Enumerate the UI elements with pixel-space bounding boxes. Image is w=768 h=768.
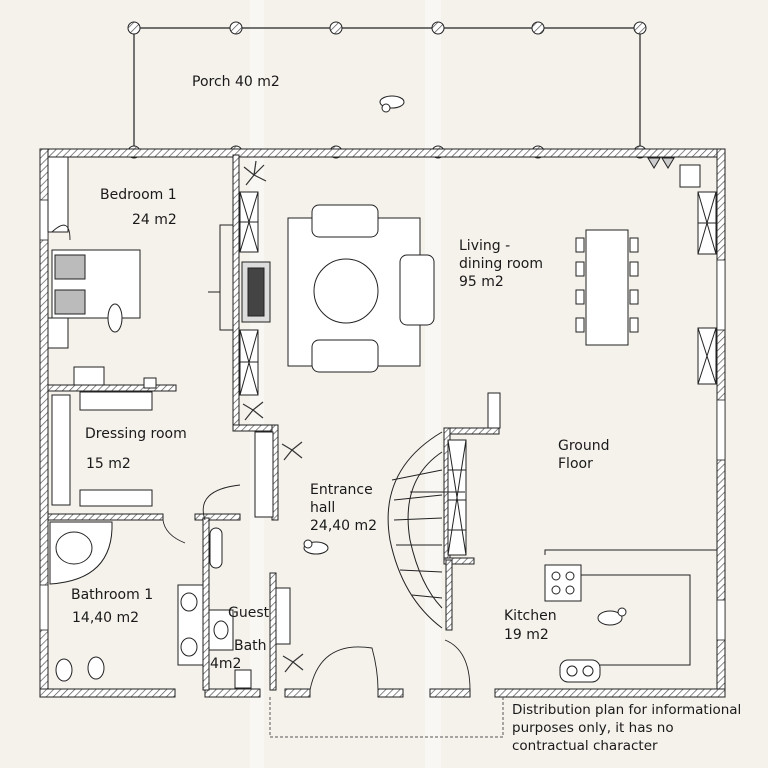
people-figures <box>107 95 627 626</box>
windows <box>39 199 726 641</box>
dressing-rails <box>51 391 153 507</box>
entrance-name-line1: Entrance <box>310 482 373 498</box>
fireplace <box>208 224 271 331</box>
bathroom1-name: Bathroom 1 <box>71 587 154 603</box>
entrance-step <box>269 697 504 738</box>
dressing-area: 15 m2 <box>86 456 131 472</box>
kitchen-name: Kitchen <box>504 608 557 624</box>
door-swings <box>51 224 471 691</box>
staircase <box>387 431 465 629</box>
living-name-line1: Living - <box>459 238 511 254</box>
bathroom1-area: 14,40 m2 <box>72 610 140 626</box>
entrance-cabinet <box>254 431 291 645</box>
living-area: 95 m2 <box>459 274 504 290</box>
porch-label: Porch 40 m2 <box>192 73 280 91</box>
bedroom1-name: Bedroom 1 <box>100 187 177 203</box>
living-name-line2: dining room <box>459 256 543 272</box>
dressing-name: Dressing room <box>85 426 187 442</box>
porch-outline <box>133 27 641 152</box>
guest-area: 4m2 <box>210 656 242 672</box>
bathroom-fixtures <box>49 521 204 682</box>
kitchen-counters <box>544 549 717 683</box>
plant-icons <box>242 160 304 673</box>
storage-cabinets <box>239 191 717 556</box>
ground-floor-line2: Floor <box>558 456 593 472</box>
paper-fold <box>425 0 441 768</box>
guest-name-line2: Bath <box>234 638 267 654</box>
ground-floor-line1: Ground <box>558 438 610 454</box>
porch-name: Porch <box>192 74 231 90</box>
bedroom-furniture <box>47 156 157 389</box>
disclaimer-line2: purposes only, it has no <box>512 720 674 736</box>
disclaimer-note: Distribution plan for informational purp… <box>512 701 768 755</box>
entrance-area: 24,40 m2 <box>310 518 378 534</box>
bedroom1-area: 24 m2 <box>132 212 177 228</box>
disclaimer-line1: Distribution plan for informational <box>512 702 742 718</box>
porch-area: 40 m2 <box>234 74 280 90</box>
guest-name-line1: Guest <box>228 605 270 621</box>
kitchen-area: 19 m2 <box>504 627 549 643</box>
entrance-name-line2: hall <box>310 500 336 516</box>
disclaimer-line3: contractual character <box>512 738 658 754</box>
living-furniture <box>287 157 701 373</box>
guest-bath-fixtures <box>208 527 252 689</box>
